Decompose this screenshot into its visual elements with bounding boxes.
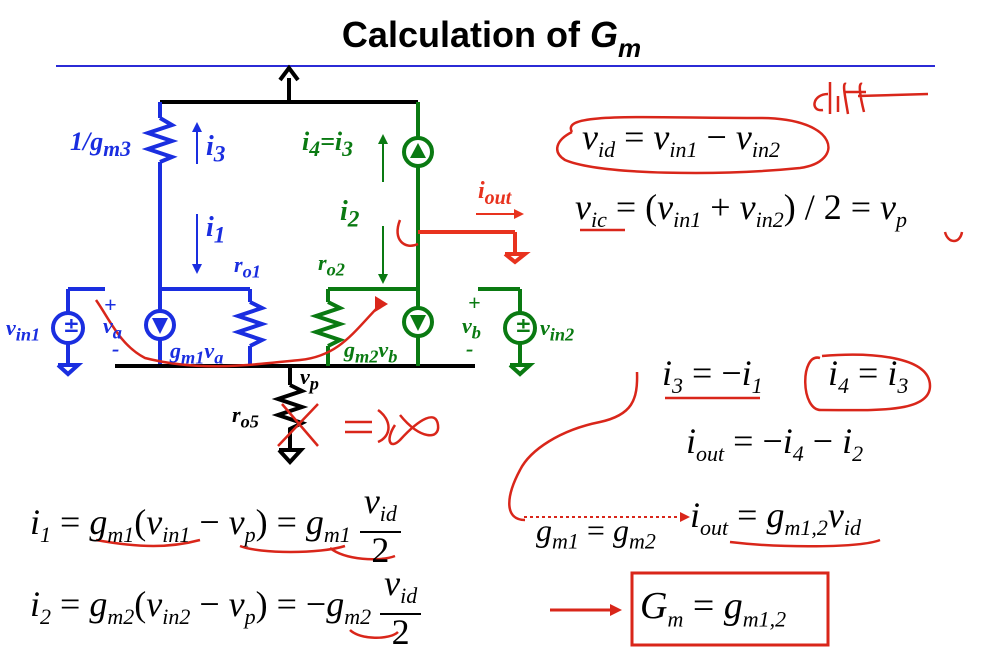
eq-Gm: Gm = gm1,2 bbox=[640, 585, 787, 632]
eq-iout: iout = −i4 − i2 bbox=[686, 421, 864, 467]
title-sub: m bbox=[617, 33, 642, 63]
resistor-gm3-icon bbox=[141, 116, 179, 164]
eq-gm-match: gm1 = gm2 bbox=[536, 512, 656, 554]
label-ro1: ro1 bbox=[234, 252, 261, 282]
i4-circle bbox=[804, 353, 932, 412]
hand-annotations bbox=[94, 115, 964, 639]
label-ro5: ro5 bbox=[232, 402, 259, 432]
resistor-ro1-icon bbox=[231, 300, 269, 348]
resistor-ro5-icon bbox=[271, 383, 309, 450]
eq-i3: i3 = −i1 bbox=[662, 353, 763, 399]
label-va: va bbox=[103, 313, 122, 343]
label-ro2: ro2 bbox=[318, 250, 345, 280]
label-gm1va: gm1va bbox=[170, 338, 224, 368]
label-rgm3: 1/gm3 bbox=[70, 127, 131, 162]
eq-vid: vid = vin1 − vin2 bbox=[582, 117, 780, 163]
result-box bbox=[630, 571, 830, 647]
title-text: Calculation of bbox=[341, 14, 590, 55]
label-plus-a: + bbox=[104, 292, 117, 317]
svg-text:±: ± bbox=[515, 313, 532, 337]
resistor-ro2-icon bbox=[309, 300, 347, 348]
label-i4-eq-i3: i4=i3 bbox=[302, 127, 353, 162]
label-gm2vb: gm2vb bbox=[344, 337, 398, 367]
ground-icon bbox=[277, 448, 306, 465]
left-branch bbox=[51, 102, 269, 377]
svg-text:±: ± bbox=[63, 313, 80, 337]
label-i1: i1 bbox=[206, 212, 226, 249]
right-branch bbox=[309, 102, 537, 377]
output-ground-icon bbox=[503, 252, 531, 265]
label-vin1: vin1 bbox=[6, 315, 41, 345]
label-vb: vb bbox=[462, 313, 481, 343]
label-iout: iout bbox=[478, 178, 512, 209]
page-title: Calculation of Gm bbox=[0, 14, 983, 64]
label-minus-a: - bbox=[112, 336, 120, 361]
label-vin2: vin2 bbox=[540, 315, 575, 345]
title-g: G bbox=[589, 14, 618, 55]
label-i2: i2 bbox=[340, 196, 360, 233]
label-minus-b: - bbox=[466, 336, 474, 361]
vdd-arrow-icon bbox=[278, 64, 300, 82]
eq-iout-result: iout = gm1,2vid bbox=[690, 495, 861, 541]
eq-vic: vic = (vin1 + vin2) / 2 = vp bbox=[575, 187, 907, 233]
label-vp: vp bbox=[300, 364, 319, 394]
diff-handwriting bbox=[813, 82, 929, 115]
vid-circle bbox=[556, 115, 830, 175]
eq-i4: i4 = i3 bbox=[828, 353, 909, 399]
label-i3-left: i3 bbox=[206, 131, 226, 168]
label-plus-b: + bbox=[468, 290, 481, 315]
infinity-mark bbox=[388, 414, 440, 446]
